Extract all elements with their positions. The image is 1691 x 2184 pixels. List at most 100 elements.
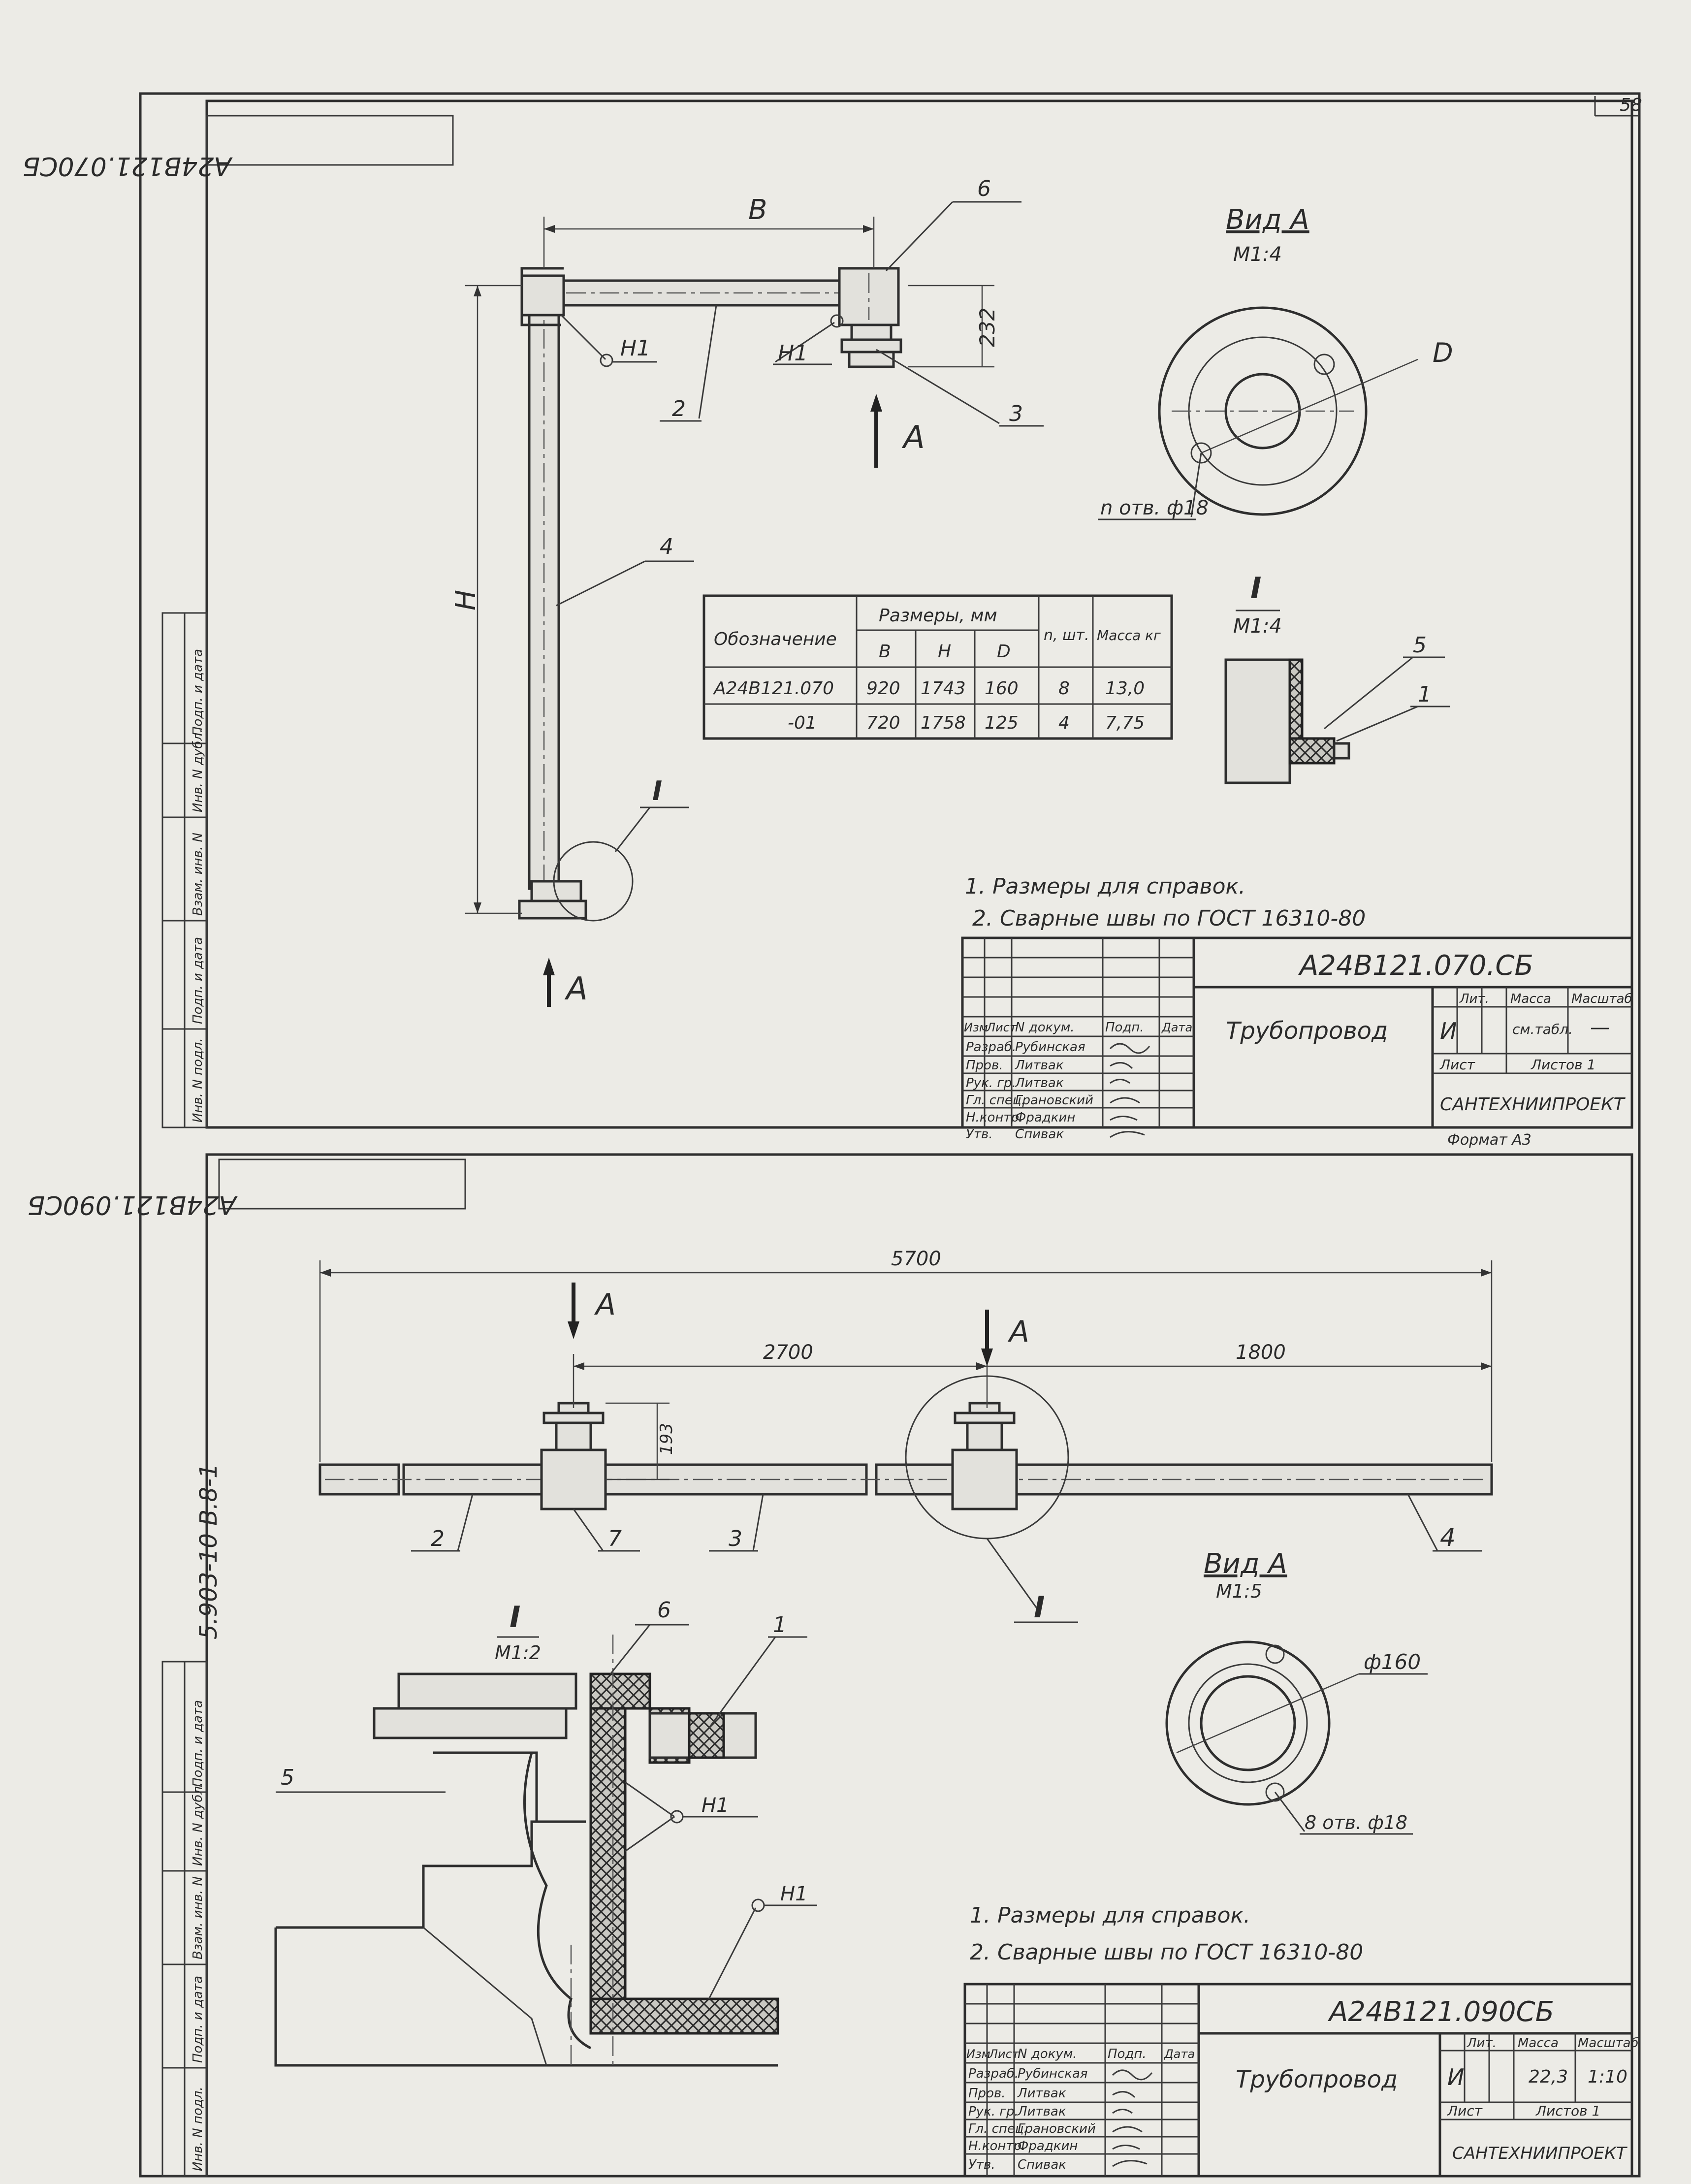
svg-text:Гл. спец.: Гл. спец. — [966, 1093, 1025, 1108]
sheet-1-view-a: Вид А М1:4 D n отв. ф18 — [1098, 204, 1453, 520]
svg-text:Н1: Н1 — [780, 1883, 808, 1905]
svg-text:-01: -01 — [788, 713, 817, 733]
svg-text:Инв. N подл.: Инв. N подл. — [191, 2087, 205, 2171]
svg-text:3: 3 — [729, 1526, 742, 1551]
svg-text:160: 160 — [985, 678, 1019, 699]
svg-text:I: I — [1250, 571, 1261, 606]
svg-text:Вид А: Вид А — [1204, 1548, 1287, 1580]
svg-text:Пров.: Пров. — [966, 1058, 1003, 1073]
svg-text:Дата: Дата — [1161, 1021, 1192, 1034]
sheet-1-drawing-title: Трубопровод — [1226, 1017, 1388, 1045]
svg-text:Изм: Изм — [964, 1021, 988, 1034]
sheet-2-dimensions: 5700 2700 1800 193 А А — [319, 1248, 1493, 1480]
svg-text:А: А — [901, 419, 925, 456]
svg-text:Н.контр.: Н.контр. — [968, 2139, 1025, 2153]
svg-text:22,3: 22,3 — [1529, 2067, 1568, 2087]
svg-text:Рук. гр.: Рук. гр. — [968, 2104, 1019, 2119]
svg-text:Н1: Н1 — [702, 1794, 729, 1817]
svg-text:Дата: Дата — [1164, 2047, 1195, 2061]
svg-text:М1:4: М1:4 — [1233, 615, 1282, 638]
svg-text:6: 6 — [657, 1598, 671, 1623]
svg-text:И: И — [1447, 2064, 1464, 2090]
svg-text:Вид А: Вид А — [1226, 204, 1309, 236]
sheet-1-size-table: Обозначение Размеры, мм В Н D n, шт. Мас… — [702, 594, 1173, 740]
svg-text:Лист: Лист — [986, 1021, 1017, 1034]
svg-text:Спивак: Спивак — [1015, 1127, 1064, 1142]
sheet-2-note-1: 1. Размеры для справок. — [970, 1903, 1250, 1928]
svg-text:1: 1 — [1418, 682, 1432, 707]
svg-text:Размеры, мм: Размеры, мм — [879, 606, 997, 626]
svg-text:125: 125 — [985, 713, 1019, 733]
svg-text:Подп. и дата: Подп. и дата — [191, 1700, 205, 1787]
svg-text:Н.контр.: Н.контр. — [966, 1110, 1023, 1125]
svg-text:Литвак: Литвак — [1015, 1058, 1064, 1073]
detail-i-callout-circle — [553, 841, 634, 922]
sheet-1-note-2: 2. Сварные швы по ГОСТ 16310-80 — [972, 906, 1366, 931]
svg-text:Лист: Лист — [1439, 1057, 1475, 1073]
svg-text:2: 2 — [672, 396, 686, 421]
sheet-2: А24В121.090СБ Подп. и дата Инв. N дубл. … — [28, 1153, 1639, 2178]
svg-text:В: В — [879, 642, 891, 662]
svg-text:N докум.: N докум. — [1018, 2047, 1077, 2061]
svg-text:А24В121.070: А24В121.070 — [713, 678, 834, 699]
outer-frame — [139, 92, 1641, 2178]
svg-text:1758: 1758 — [921, 713, 966, 733]
svg-text:Масса кг: Масса кг — [1097, 627, 1161, 643]
svg-text:Гл. спец.: Гл. спец. — [968, 2121, 1028, 2136]
svg-text:Лит.: Лит. — [1467, 2036, 1497, 2051]
sheet-2-rotated-code: А24В121.090СБ — [28, 1190, 238, 1220]
sheet-2-callouts: 2 7 3 4 I — [411, 1494, 1482, 1625]
svg-text:I: I — [510, 1600, 520, 1635]
svg-text:I: I — [1034, 1590, 1045, 1625]
svg-text:5: 5 — [281, 1765, 294, 1790]
svg-text:8 отв. ф18: 8 отв. ф18 — [1305, 1812, 1407, 1833]
svg-text:1743: 1743 — [921, 678, 966, 699]
svg-text:Масштаб: Масштаб — [1578, 2036, 1639, 2051]
svg-text:см.табл.: см.табл. — [1512, 1021, 1573, 1037]
svg-text:Утв.: Утв. — [966, 1127, 993, 1142]
sheet-1-note-1: 1. Размеры для справок. — [965, 874, 1245, 899]
svg-text:САНТЕХНИИПРОЕКТ: САНТЕХНИИПРОЕКТ — [1440, 1094, 1626, 1115]
svg-text:Лист: Лист — [989, 2047, 1020, 2061]
svg-text:2: 2 — [431, 1526, 445, 1551]
svg-text:6: 6 — [977, 176, 991, 201]
svg-text:Подп. и дата: Подп. и дата — [191, 937, 205, 1024]
svg-text:Литвак: Литвак — [1015, 1076, 1064, 1091]
svg-text:Формат А3: Формат А3 — [1447, 1131, 1531, 1149]
sheet-2-note-2: 2. Сварные швы по ГОСТ 16310-80 — [970, 1940, 1363, 1965]
svg-text:Разраб.: Разраб. — [966, 1040, 1016, 1055]
svg-text:Рубинская: Рубинская — [1015, 1040, 1085, 1055]
svg-text:И: И — [1440, 1018, 1457, 1044]
svg-text:Взам. инв. N: Взам. инв. N — [191, 1876, 205, 1959]
svg-text:Грановский: Грановский — [1018, 2121, 1096, 2136]
dim-232: 232 — [975, 308, 999, 347]
svg-text:I: I — [652, 775, 662, 806]
sheet-1-dimensions: В 232 Н — [450, 194, 999, 914]
svg-text:D: D — [997, 642, 1011, 662]
svg-text:Лит.: Лит. — [1459, 992, 1489, 1006]
svg-text:Утв.: Утв. — [968, 2157, 995, 2172]
svg-text:Литвак: Литвак — [1017, 2104, 1066, 2119]
svg-text:Листов 1: Листов 1 — [1531, 1057, 1595, 1073]
svg-text:Фрадкин: Фрадкин — [1015, 1110, 1075, 1125]
svg-text:Н1: Н1 — [620, 336, 650, 361]
svg-text:n, шт.: n, шт. — [1044, 627, 1089, 644]
svg-text:Подп. и дата: Подп. и дата — [191, 1976, 205, 2063]
svg-text:5: 5 — [1413, 633, 1427, 658]
svg-text:А: А — [594, 1287, 616, 1322]
svg-text:М1:4: М1:4 — [1233, 243, 1282, 266]
sheet-2-pipeline — [319, 1375, 1493, 1540]
sheet-1-pipeline — [518, 267, 902, 922]
sheet-1-rotated-code: А24В121.070СБ — [23, 151, 233, 181]
svg-text:Подп.: Подп. — [1105, 1020, 1144, 1035]
sheet-1-callouts: Н1 Н1 2 3 4 6 I А А — [543, 176, 1044, 1007]
svg-text:Пров.: Пров. — [968, 2086, 1006, 2101]
svg-text:Масса: Масса — [1510, 992, 1551, 1006]
sheet-2-drawing-title: Трубопровод — [1236, 2066, 1398, 2093]
svg-text:Подп. и дата: Подп. и дата — [191, 649, 205, 736]
svg-text:920: 920 — [866, 678, 900, 699]
svg-text:5700: 5700 — [891, 1248, 941, 1270]
svg-text:Рубинская: Рубинская — [1018, 2066, 1088, 2081]
svg-text:Фрадкин: Фрадкин — [1018, 2139, 1078, 2153]
